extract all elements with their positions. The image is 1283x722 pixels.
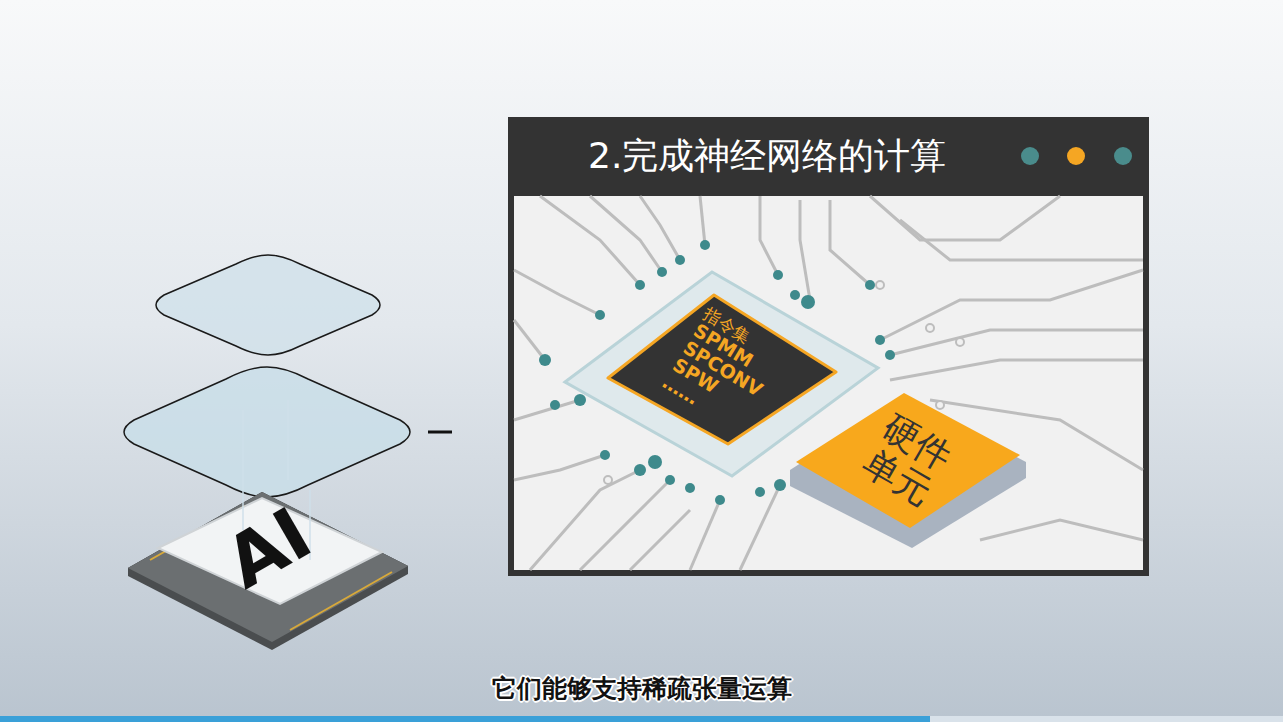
dot	[1021, 147, 1039, 165]
dot	[1067, 147, 1085, 165]
dot	[1114, 147, 1132, 165]
progress-bar	[0, 716, 930, 722]
chip-base-side	[128, 492, 408, 650]
layer-plate	[124, 367, 410, 497]
circuit-traces	[514, 196, 1143, 570]
chip-base	[128, 492, 408, 642]
subtitle-caption: 它们能够支持稀疏张量运算	[0, 672, 1283, 705]
processor-die	[608, 295, 836, 444]
unit-top	[796, 393, 1020, 528]
panel-title: 2.完成神经网络的计算	[588, 130, 946, 182]
dash-mark	[428, 431, 452, 434]
panel-ground	[514, 196, 1143, 570]
progress-track	[0, 716, 1283, 722]
panel-frame	[508, 117, 1149, 576]
chip-base-top	[128, 492, 408, 642]
layer-plate	[156, 255, 380, 355]
